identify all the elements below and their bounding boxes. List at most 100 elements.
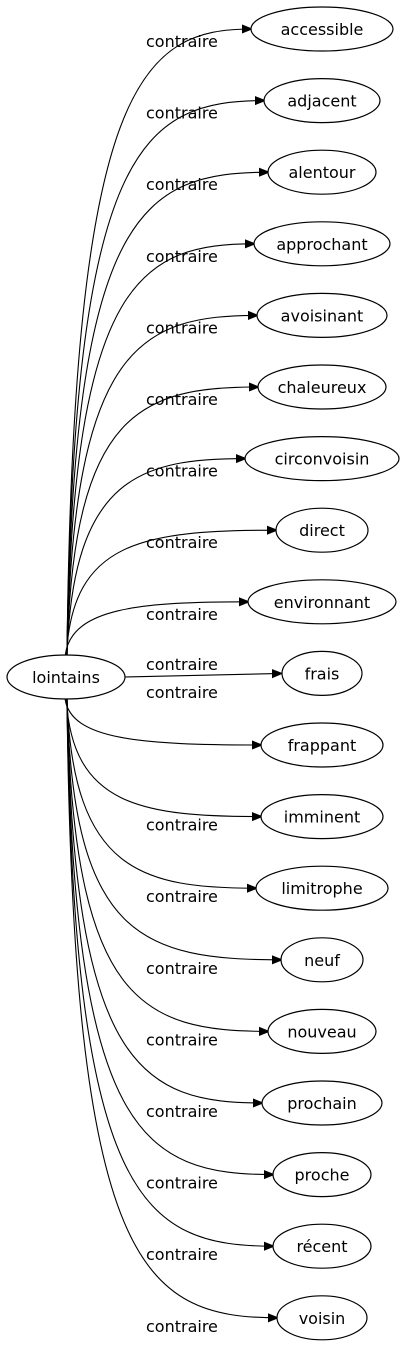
edge-label: contraire <box>146 1102 218 1121</box>
source-node: lointains <box>6 654 126 700</box>
edge-label: contraire <box>146 318 218 337</box>
target-node: chaleureux <box>257 364 387 410</box>
target-node-shape <box>250 6 394 52</box>
edge-label: contraire <box>146 887 218 906</box>
target-node: limitrophe <box>255 865 389 911</box>
target-node-label: direct <box>299 521 345 540</box>
edge-label: contraire <box>146 1317 218 1336</box>
edge-arrow <box>66 698 278 1318</box>
target-node-label: alentour <box>288 163 355 182</box>
edge-arrow <box>65 698 262 817</box>
target-node-label: avoisinant <box>281 306 364 325</box>
nodes-layer: lointains accessible adjacent alentour appr… <box>6 6 400 1341</box>
target-node-shape <box>261 1080 383 1126</box>
target-node-shape <box>281 650 363 697</box>
edge-label: contraire <box>146 1245 218 1264</box>
edge-label: contraire <box>146 959 218 978</box>
edge-arrow <box>66 698 274 1175</box>
target-node: neuf <box>280 937 364 983</box>
target-node-shape <box>247 579 397 625</box>
edge-arrow <box>64 698 262 745</box>
edge-arrow <box>66 698 257 888</box>
target-node: proche <box>272 1151 372 1198</box>
edge-arrow <box>66 698 263 1103</box>
target-node-shape <box>272 1151 372 1198</box>
target-node-label: frappant <box>288 736 357 755</box>
target-node-label: circonvoisin <box>275 450 370 469</box>
target-node-label: proche <box>295 1166 350 1185</box>
edge-label: contraire <box>146 175 218 194</box>
target-node-label: adjacent <box>287 92 356 111</box>
target-node-shape <box>257 364 387 410</box>
target-node-shape <box>267 1008 377 1055</box>
target-node: accessible <box>250 6 394 52</box>
target-node-shape <box>260 722 384 768</box>
edge-arrow <box>66 244 255 656</box>
source-node-label: lointains <box>32 668 100 687</box>
target-node: frappant <box>260 722 384 768</box>
target-node-label: voisin <box>299 1309 346 1328</box>
edge-arrow <box>66 698 269 1031</box>
target-node: direct <box>275 507 369 553</box>
edge-label: contraire <box>146 104 218 123</box>
target-node-label: chaleureux <box>278 378 367 397</box>
target-node-shape <box>272 1223 372 1269</box>
target-node-shape <box>275 507 369 553</box>
edge-arrow <box>66 698 274 1246</box>
target-node-label: accessible <box>281 20 364 39</box>
edge-arrow <box>66 459 246 656</box>
target-node: avoisinant <box>256 292 388 338</box>
target-node-shape <box>255 865 389 911</box>
target-node-shape <box>280 937 364 983</box>
target-node-label: limitrophe <box>281 879 362 898</box>
target-node-shape <box>276 1295 368 1341</box>
target-node-shape <box>263 77 381 124</box>
target-node: voisin <box>276 1295 368 1341</box>
edge-label: contraire <box>146 32 218 51</box>
target-node-label: récent <box>296 1237 347 1256</box>
target-node: environnant <box>247 579 397 625</box>
target-node-label: approchant <box>276 235 367 254</box>
target-node-shape <box>253 221 391 267</box>
edge-label: contraire <box>146 533 218 552</box>
edge-label: contraire <box>146 683 218 702</box>
target-node: nouveau <box>267 1008 377 1055</box>
edge-label: contraire <box>146 247 218 266</box>
target-node: adjacent <box>263 77 381 124</box>
target-node: imminent <box>260 793 384 840</box>
target-node: approchant <box>253 221 391 267</box>
edge-arrow <box>66 172 269 656</box>
target-node-shape <box>267 149 377 195</box>
target-node: récent <box>272 1223 372 1269</box>
source-node-shape <box>6 654 126 700</box>
edge-arrow <box>66 387 259 656</box>
target-node: alentour <box>267 149 377 195</box>
edge-label: contraire <box>146 462 218 481</box>
target-node: prochain <box>261 1080 383 1126</box>
edge-arrow <box>66 101 265 656</box>
target-node-label: environnant <box>274 593 370 612</box>
edge-arrow <box>66 29 252 656</box>
target-node-label: frais <box>305 664 340 683</box>
target-node-shape <box>260 793 384 840</box>
target-node: circonvoisin <box>244 436 400 482</box>
edge-label: contraire <box>146 816 218 835</box>
edge-arrow <box>66 315 258 656</box>
edge-label: contraire <box>146 655 218 674</box>
edge-arrow <box>66 698 282 960</box>
edge-arrow <box>64 602 249 656</box>
target-node-label: nouveau <box>287 1022 356 1041</box>
target-node-shape <box>256 292 388 338</box>
target-node-label: neuf <box>304 951 340 970</box>
target-node-label: imminent <box>284 808 360 827</box>
edge-label: contraire <box>146 1030 218 1049</box>
edge-arrow <box>65 530 277 656</box>
target-node-label: prochain <box>287 1094 357 1113</box>
edge-label: contraire <box>146 605 218 624</box>
edge-label: contraire <box>146 390 218 409</box>
edge-arrow <box>124 673 282 677</box>
edge-label: contraire <box>146 1174 218 1193</box>
target-node-shape <box>244 436 400 482</box>
target-node: frais <box>281 650 363 697</box>
